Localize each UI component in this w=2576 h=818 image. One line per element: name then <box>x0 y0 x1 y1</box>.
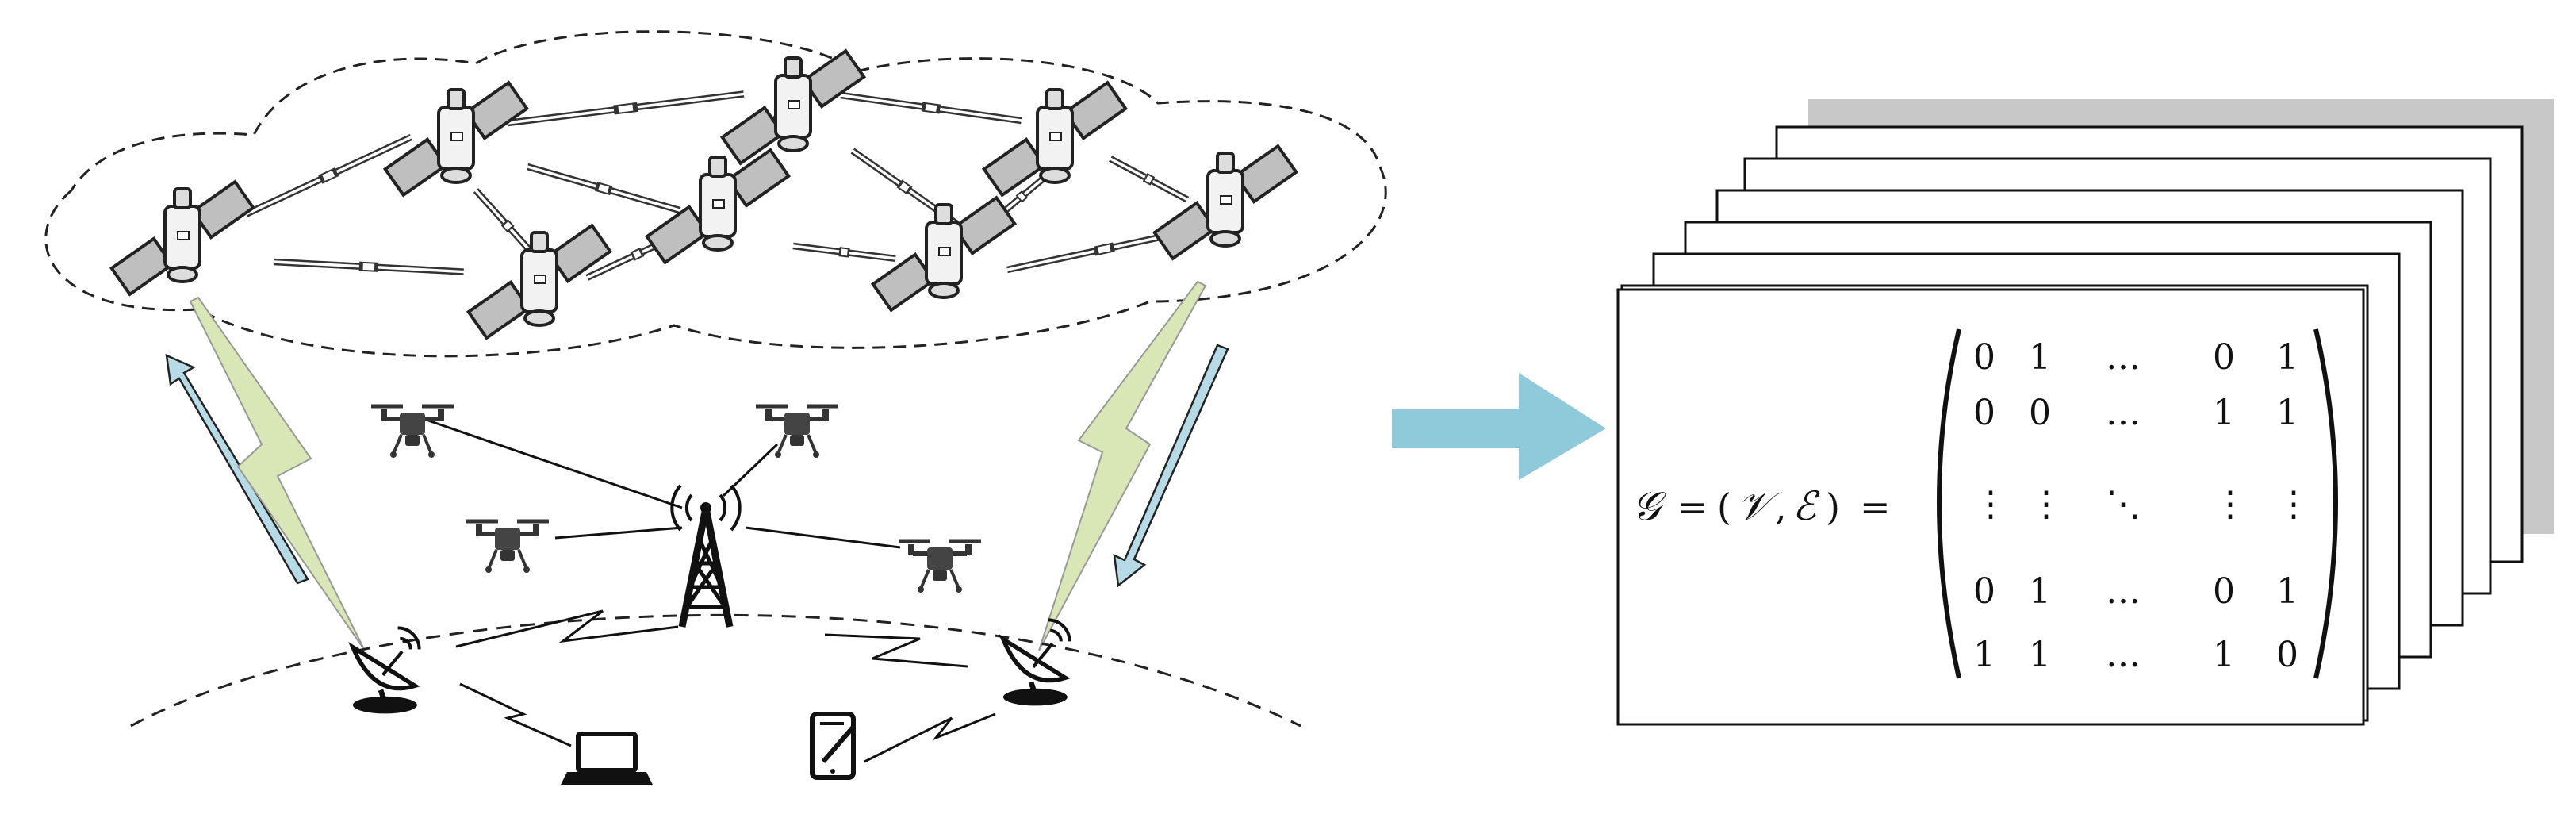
matrix-cell: 1 <box>2029 337 2051 378</box>
earth-surface-arc <box>130 613 1301 728</box>
close-paren: ) <box>1826 486 1840 528</box>
matrix-cell: ⋮ <box>2029 484 2064 524</box>
matrix-cell: ⋮ <box>2276 484 2311 524</box>
matrix-cell: … <box>2106 337 2141 378</box>
matrix-cell: … <box>2106 635 2141 675</box>
drone-icon <box>756 406 838 458</box>
transform-arrow <box>1392 373 1606 480</box>
matrix-cell: 0 <box>2029 393 2051 433</box>
cell-tower-icon <box>670 484 742 628</box>
matrix-cell: 0 <box>2276 635 2298 675</box>
drone-icon <box>466 521 549 573</box>
matrix-cell: 1 <box>2276 337 2298 378</box>
satellite-constellation <box>112 51 1297 338</box>
lightning-links <box>189 280 1207 651</box>
laptop-icon <box>561 732 653 785</box>
space-cloud-boundary <box>44 30 1387 358</box>
matrix-cell: ⋮ <box>1973 484 2008 524</box>
matrix-cell: 1 <box>2276 393 2298 433</box>
matrix-cell: 1 <box>2276 571 2298 612</box>
ground-wireless-links <box>455 609 996 763</box>
edge-symbol: ℰ <box>1792 483 1820 529</box>
front-graph-sheet <box>1616 288 2365 726</box>
tablet-icon <box>810 712 856 780</box>
matrix-cell: 1 <box>2029 635 2051 675</box>
satellite-icon <box>647 150 789 263</box>
satellite-icon <box>112 182 254 294</box>
graph-snapshot-stack <box>1616 99 2554 726</box>
equals-sign-2: = <box>1860 486 1891 528</box>
matrix-cell: ⋱ <box>2106 484 2141 524</box>
matrix-cell: 1 <box>2213 635 2235 675</box>
matrix-left-paren <box>1937 328 1961 679</box>
matrix-cell: 0 <box>1973 571 1995 612</box>
matrix-cell: … <box>2106 571 2141 612</box>
equals-sign: = <box>1677 486 1708 528</box>
matrix-cell: … <box>2106 393 2141 433</box>
satellite-icon <box>873 198 1015 310</box>
drone-icon <box>899 541 981 593</box>
uplink-arrow <box>165 353 309 585</box>
matrix-cell: 1 <box>2029 571 2051 612</box>
matrix-cell: 1 <box>1973 635 1995 675</box>
satellite-icon <box>469 225 611 338</box>
satellite-icon <box>1155 146 1297 259</box>
ground-station-dish-icon <box>1003 620 1070 705</box>
uav-swarm <box>371 406 981 593</box>
matrix-right-paren <box>2313 328 2338 679</box>
satellite-icon <box>723 51 864 163</box>
matrix-cell: 1 <box>2213 393 2235 433</box>
downlink-arrow <box>1113 344 1229 588</box>
graph-formula: 𝒢 = ( 𝒱 , ℰ ) = <box>1632 483 1891 529</box>
comma: , <box>1775 486 1787 528</box>
matrix-cell: 0 <box>2213 571 2235 612</box>
matrix-cell: ⋮ <box>2213 484 2248 524</box>
matrix-cell: 0 <box>1973 337 1995 378</box>
satellite-icon <box>984 83 1126 195</box>
satellite-icon <box>385 83 527 195</box>
matrix-cell: 0 <box>1973 393 1995 433</box>
open-paren: ( <box>1717 486 1731 528</box>
matrix-cell: 0 <box>2213 337 2235 378</box>
drone-icon <box>371 406 454 458</box>
